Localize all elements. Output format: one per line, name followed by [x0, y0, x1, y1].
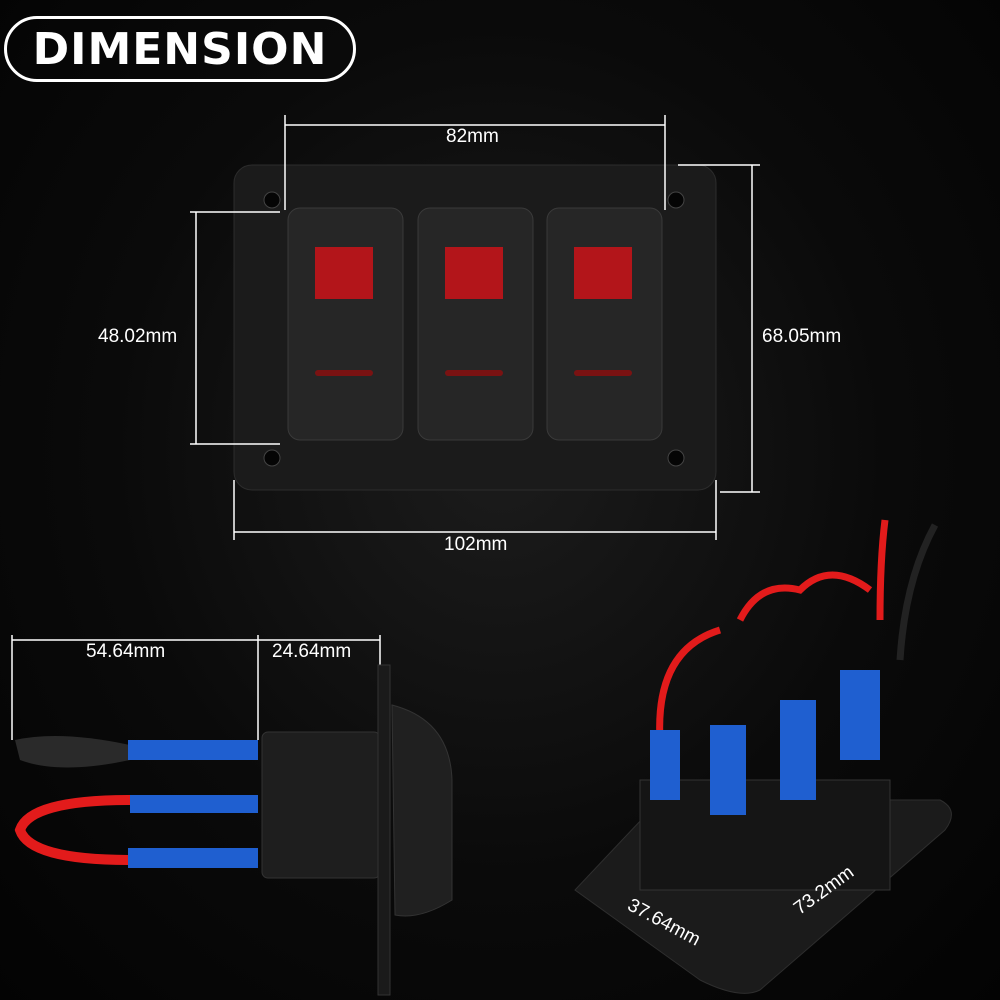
rocker-switch-2[interactable]	[417, 207, 534, 441]
side-view	[14, 664, 453, 996]
indicator-light-icon	[574, 247, 632, 299]
label-side-depth: 24.64mm	[272, 641, 352, 662]
indicator-light-icon	[315, 247, 373, 299]
label-front-inner-height: 48.02mm	[98, 326, 178, 347]
label-side-wire-length: 54.64mm	[86, 641, 166, 662]
label-front-inner-width: 82mm	[446, 126, 499, 147]
back-view	[574, 519, 952, 994]
rocker-switch-1[interactable]	[287, 207, 404, 441]
title-badge: DIMENSION	[4, 16, 356, 82]
label-front-outer-width: 102mm	[444, 534, 508, 555]
indicator-light-icon	[445, 247, 503, 299]
label-front-outer-height: 68.05mm	[762, 326, 842, 347]
rocker-switch-3[interactable]	[546, 207, 663, 441]
